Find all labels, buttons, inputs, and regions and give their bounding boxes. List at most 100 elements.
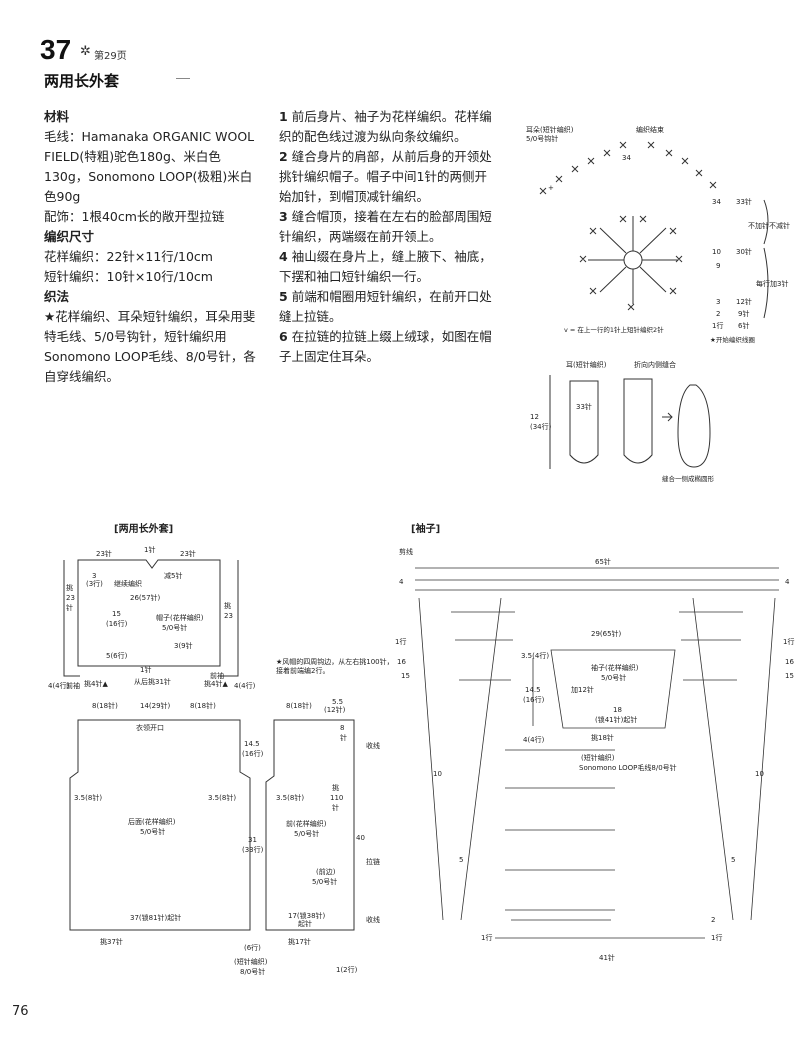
sleeve-inset-inc: 加12针 [571,685,594,694]
materials-heading: 材料 [44,109,70,124]
ear-chart-row10: 10 [712,248,721,256]
coat-front-left-b: 挑4针▲ [84,679,108,688]
materials-notions: 配饰：1根40cm长的敞开型拉链 [44,209,225,224]
coat-one-row: 1(2行) [336,965,358,974]
ear-chart-hook: 5/0号钩针 [526,134,558,143]
coat-front-arm: 3.5(8针) [276,793,304,802]
ear-chart-title: 耳朵(短针编织) [526,125,574,134]
coat-shoulder-b: 收线 [366,915,380,924]
coat-hood-hook: 5/0号针 [162,623,187,632]
coat-edge-pick: 挑 [332,783,339,792]
sleeve-row10-left: 10 [433,770,442,778]
sleeve-inset-h3: (16行) [523,695,545,704]
ear-chart-st33: 33针 [736,197,752,206]
coat-width-a: 8(18针) [92,701,118,710]
sleeve-row5-right: 5 [731,856,735,864]
coat-front-band: (前边) [316,867,336,876]
sleeve-top-count: 65针 [595,557,611,566]
coat-hood-one: 1针 [140,665,151,674]
page-number: 76 [12,1004,29,1019]
coat-hood-inc: 3(9针 [174,641,193,650]
coat-back-hook: 5/0号针 [140,827,165,836]
coat-front-left: 前袖 [66,681,80,690]
method-heading: 织法 [44,289,70,304]
coat-bottom-hook: 8/0号针 [240,967,265,976]
coat-hood-label: 帽子(花样编织) [156,613,204,622]
coat-back-start: 37(锁81针)起针 [130,913,181,922]
title-rule [176,78,190,79]
coat-arm-left: 3.5(8针) [74,793,102,802]
coat-front-pick: 挑17针 [288,937,311,946]
ear-chart-row1: 1行 [712,321,723,330]
coat-edge-pick-c: 针 [332,803,339,812]
sleeve-row15-right: 15 [785,672,794,680]
coat-hood-rows3: 3 [92,572,96,580]
coat-note: ★风帽的四周钩边，从左右挑100针，接着前端编2行。 [276,658,394,675]
ear-chart-row34: 34 [712,198,721,206]
coat-front-w55: 5.5 [332,698,343,706]
ear-chart-st12: 12针 [736,297,752,306]
coat-hood-rows3b: (3行) [86,579,103,588]
sleeve-row1-right: 1行 [783,637,794,646]
coat-back-label: 后面(花样编织) [128,817,176,826]
coat-h31: 31 [248,836,257,844]
ear-shape-diagram: 耳(短针编织) 折向内侧缝合 12 (34行) 33针 缝合一侧成椭圆形 [530,360,715,483]
coat-eight-b: 针 [340,733,347,742]
sleeve-row1-bottom-left: 1行 [481,933,492,942]
coat-hood-width: 26(57针) [130,593,161,602]
coat-width-c: 8(18针) [190,701,216,710]
sleeve-row1-left: 1行 [395,637,406,646]
sleeve-row4-right: 4 [785,578,790,586]
ear-shape-stitches: 33针 [576,402,592,411]
ear-chart-legend: v = 在上一行的1针上短针编织2针 [564,325,664,334]
coat-arm-right: 3.5(8针) [208,793,236,802]
coat-h6: (6行) [244,943,261,952]
sleeve-inset-h2: 14.5 [525,686,541,694]
coat-front-w8: 8(18针) [286,701,312,710]
star-icon: ✲ [80,44,91,59]
sleeve-row4-left: 4 [399,578,404,586]
coat-h14: 14.5 [244,740,260,748]
coat-shoulder-a: 收线 [366,741,380,750]
sleeve-diagram: [袖子] 剪线 65针 4 4 1行 1行 16 16 15 15 10 10 … [395,522,794,962]
coat-left-pick-c: 针 [66,603,73,612]
coat-h40: 40 [356,834,365,842]
ear-shape-fold: 折向内侧缝合 [634,360,676,369]
materials-column: 材料 毛线：Hamanaka ORGANIC WOOL FIELD(特粗)驼色1… [44,107,258,387]
sleeve-inset-width: 29(65针) [591,629,622,638]
coat-hood-h15b: (16行) [106,619,128,628]
ear-chart-end: 编织结束 [636,125,664,134]
sleeve-inset-base-b: (锁41针)起针 [595,715,637,724]
ear-chart-no-increase: 不加针不减针 [748,221,790,230]
ear-chart-stitches [539,141,769,319]
coat-left-pick-a: 挑 [66,583,73,592]
pattern-number: 37 [40,34,72,65]
ear-chart-st9: 9针 [738,309,749,318]
materials-yarn: 毛线：Hamanaka ORGANIC WOOL FIELD(特粗)驼色180g… [44,129,255,204]
coat-width-b: 14(29针) [140,701,171,710]
coat-zip: 拉链 [366,857,380,866]
sleeve-row2: 2 [711,916,715,924]
gauge-pattern: 花样编织：22针×11行/10cm [44,249,213,264]
ear-chart-st6: 6针 [738,321,749,330]
sleeve-title: [袖子] [411,522,440,535]
coat-front-right: 前袖 [210,671,224,680]
coat-front-w55b: (12针) [324,705,346,714]
coat-h14b: (16行) [242,749,264,758]
coat-front-hook: 5/0号针 [294,829,319,838]
ear-chart-st30: 30针 [736,247,752,256]
coat-hood-continue: 继续编织 [114,579,142,588]
sleeve-row16-left: 16 [397,658,406,666]
sleeve-inset-h1: 3.5(4行) [521,651,549,660]
coat-hood-reduce: 减5针 [164,571,182,580]
coat-front-start-b: 起针 [298,919,312,928]
ear-shape-height-rows: (34行) [530,422,552,431]
gauge-heading: 编织尺寸 [44,229,95,244]
sleeve-row16-right: 16 [785,658,794,666]
ear-chart-row9: 9 [716,262,720,270]
